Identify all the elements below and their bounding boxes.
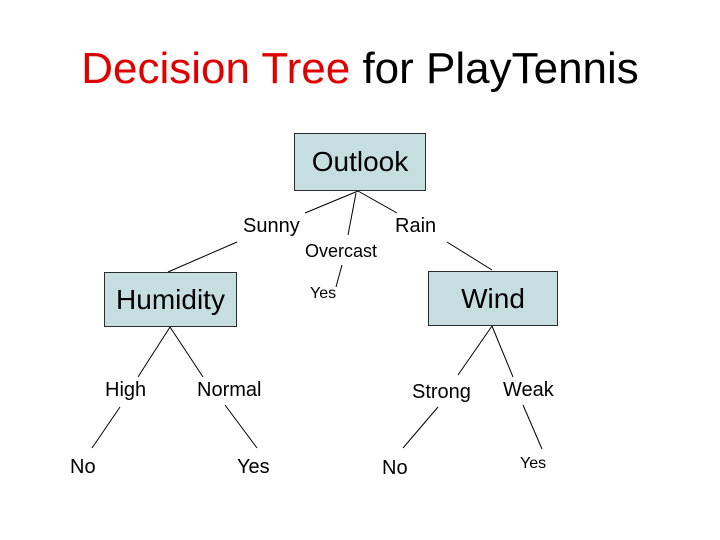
node-outlook-label: Outlook	[311, 146, 409, 177]
leaf-label-yes-overcast: Yes	[310, 285, 337, 302]
edge-wind-weak	[491, 325, 514, 378]
node-humidity-label: Humidity	[116, 283, 225, 315]
branch-label-strong: Strong	[412, 381, 471, 403]
edge-humidity-high	[137, 326, 171, 378]
edge-humidity-normal	[169, 326, 204, 378]
edge-sunny-humidity	[167, 241, 238, 273]
leaf-label-no-strong: No	[382, 457, 408, 479]
slide-title: Decision Tree for PlayTennis	[0, 45, 720, 93]
leaf-label-no-high: No	[70, 456, 96, 478]
edge-overcast-yes	[335, 264, 343, 288]
branch-label-normal: Normal	[197, 379, 262, 401]
branch-label-high: High	[105, 379, 147, 401]
branch-label-rain: Rain	[395, 215, 437, 237]
edge-rain-wind	[446, 241, 493, 271]
leaf-label-yes-normal: Yes	[237, 456, 270, 478]
edge-outlook-sunny	[304, 190, 359, 214]
title-rest: for PlayTennis	[350, 44, 639, 93]
title-highlight: Decision Tree	[81, 44, 351, 93]
edge-weak-yes	[522, 404, 543, 450]
node-outlook: Outlook	[294, 133, 426, 191]
node-wind: Wind	[428, 271, 558, 326]
edge-group	[91, 190, 543, 450]
branch-label-sunny: Sunny	[243, 215, 300, 237]
leaf-label-yes-weak: Yes	[520, 455, 547, 472]
branch-label-weak: Weak	[503, 379, 554, 401]
edge-outlook-overcast-upper	[347, 192, 357, 236]
node-wind-label: Wind	[461, 282, 525, 314]
edge-high-no	[91, 406, 121, 449]
edge-normal-yes	[224, 404, 258, 449]
node-humidity: Humidity	[104, 272, 237, 327]
branch-label-overcast: Overcast	[305, 241, 378, 261]
edge-outlook-rain	[357, 190, 398, 214]
edge-strong-no	[402, 406, 439, 449]
edge-wind-strong	[457, 325, 493, 376]
